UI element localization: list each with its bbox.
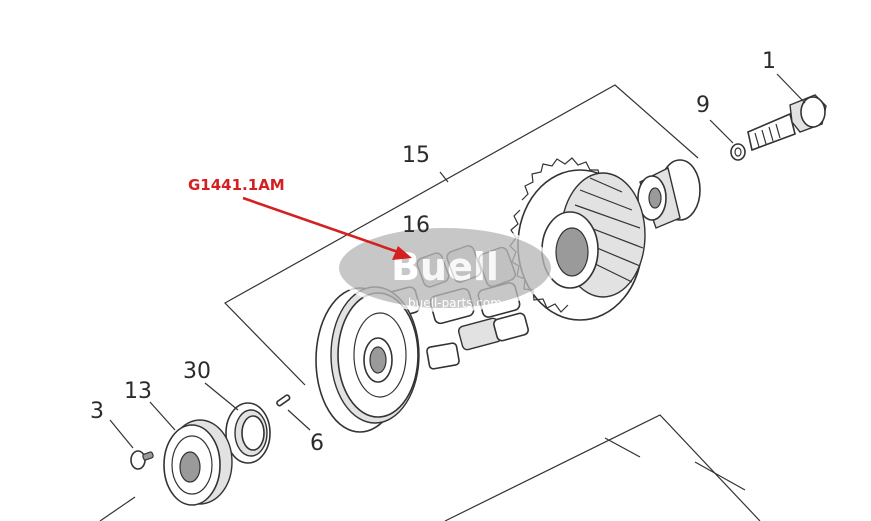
reference-label: G1441.1AM: [188, 176, 285, 194]
hub-plate-part: [315, 286, 420, 433]
guide-line-lower: [444, 414, 761, 521]
callout-1: 1: [762, 49, 776, 74]
bushing-part: [637, 159, 701, 229]
screw-part: [130, 450, 154, 470]
guide-dash-1: [604, 437, 641, 458]
leader-13: [149, 401, 176, 431]
leader-30: [204, 382, 239, 411]
watermark-url: buell-parts.com: [408, 296, 502, 310]
watermark-brand: Buell: [391, 245, 499, 289]
bolt-part: [747, 94, 827, 152]
callout-16: 16: [402, 213, 430, 238]
bearing-part: [163, 419, 233, 506]
leader-3: [109, 419, 134, 449]
callout-13: 13: [124, 379, 152, 404]
leader-15: [439, 171, 449, 183]
callout-9: 9: [696, 93, 710, 118]
leader-1: [776, 73, 806, 104]
callout-6: 6: [310, 431, 324, 456]
guide-dash-2: [694, 461, 746, 491]
leader-6: [287, 409, 311, 431]
leader-9: [709, 119, 734, 144]
callout-15: 15: [402, 143, 430, 168]
washer-part: [730, 143, 746, 161]
callout-30: 30: [183, 359, 211, 384]
guide-line-left: [99, 496, 136, 521]
nut-ring-part: [225, 402, 271, 464]
pin-part: [276, 394, 291, 407]
callout-3: 3: [90, 399, 104, 424]
watermark: Buell buell-parts.com: [335, 224, 555, 312]
assembly-bracket: [224, 84, 699, 386]
reference-arrow: [242, 196, 412, 260]
